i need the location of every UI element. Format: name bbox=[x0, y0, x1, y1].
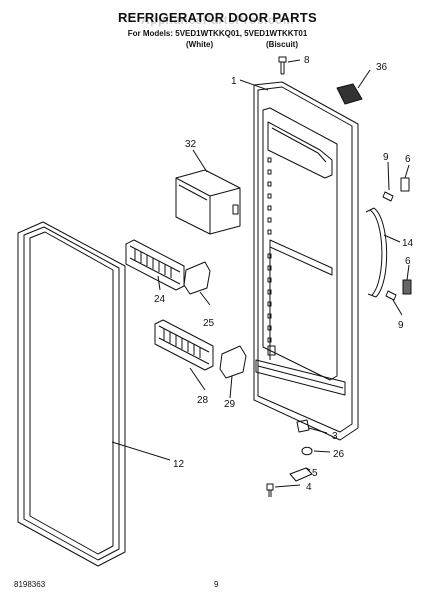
callout-36: 36 bbox=[376, 62, 388, 73]
callout-25: 25 bbox=[203, 318, 215, 329]
lower-door-bin-rail bbox=[154, 319, 214, 371]
callout-6-lower: 6 bbox=[405, 256, 411, 267]
handle-end-cap-lower bbox=[402, 279, 412, 295]
hinge-pin-bushing bbox=[296, 419, 310, 433]
shelf-rail-holes bbox=[267, 157, 272, 343]
callout-leaders bbox=[111, 59, 410, 488]
upper-end-cap bbox=[183, 261, 211, 295]
hinge-bracket bbox=[289, 467, 313, 482]
callout-32: 32 bbox=[185, 139, 197, 150]
dairy-door bbox=[175, 169, 241, 235]
screw-8 bbox=[278, 56, 287, 75]
callout-12: 12 bbox=[173, 459, 185, 470]
callout-9-lower: 9 bbox=[398, 320, 404, 331]
callout-6-upper: 6 bbox=[405, 154, 411, 165]
callout-5: 5 bbox=[312, 468, 318, 479]
door-panel bbox=[253, 81, 359, 441]
callout-28: 28 bbox=[197, 395, 209, 406]
callout-26: 26 bbox=[333, 449, 345, 460]
handle-end-cap-upper bbox=[400, 177, 410, 192]
callout-8: 8 bbox=[304, 55, 310, 66]
lower-end-cap bbox=[219, 345, 247, 379]
callout-9-upper: 9 bbox=[383, 152, 389, 163]
color-label-white: (White) bbox=[186, 40, 214, 49]
handle-screw-upper bbox=[382, 191, 394, 202]
callout-3: 3 bbox=[332, 431, 338, 442]
hinge-screw bbox=[266, 483, 274, 497]
rating-label bbox=[336, 83, 363, 105]
document-number: 8198363 bbox=[14, 580, 46, 589]
callout-29: 29 bbox=[224, 399, 236, 410]
door-gasket bbox=[17, 221, 126, 567]
models-line: For Models: 5VED1WTKKQ01, 5VED1WTKKT01 bbox=[127, 29, 308, 38]
handle-screw-lower bbox=[385, 290, 397, 301]
hinge-washer bbox=[301, 446, 313, 456]
callout-4: 4 bbox=[306, 482, 312, 493]
page-title: REFRIGERATOR DOOR PARTS bbox=[117, 10, 318, 25]
door-stop-tab bbox=[267, 345, 276, 356]
callout-1: 1 bbox=[231, 76, 237, 87]
watermark: AppliancePartsPros.com bbox=[140, 13, 295, 27]
door-handle bbox=[365, 207, 388, 298]
upper-door-bin-rail bbox=[125, 239, 185, 291]
callout-24: 24 bbox=[154, 294, 166, 305]
color-label-biscuit: (Biscuit) bbox=[266, 40, 298, 49]
callout-14: 14 bbox=[402, 238, 414, 249]
page-number: 9 bbox=[214, 580, 219, 589]
